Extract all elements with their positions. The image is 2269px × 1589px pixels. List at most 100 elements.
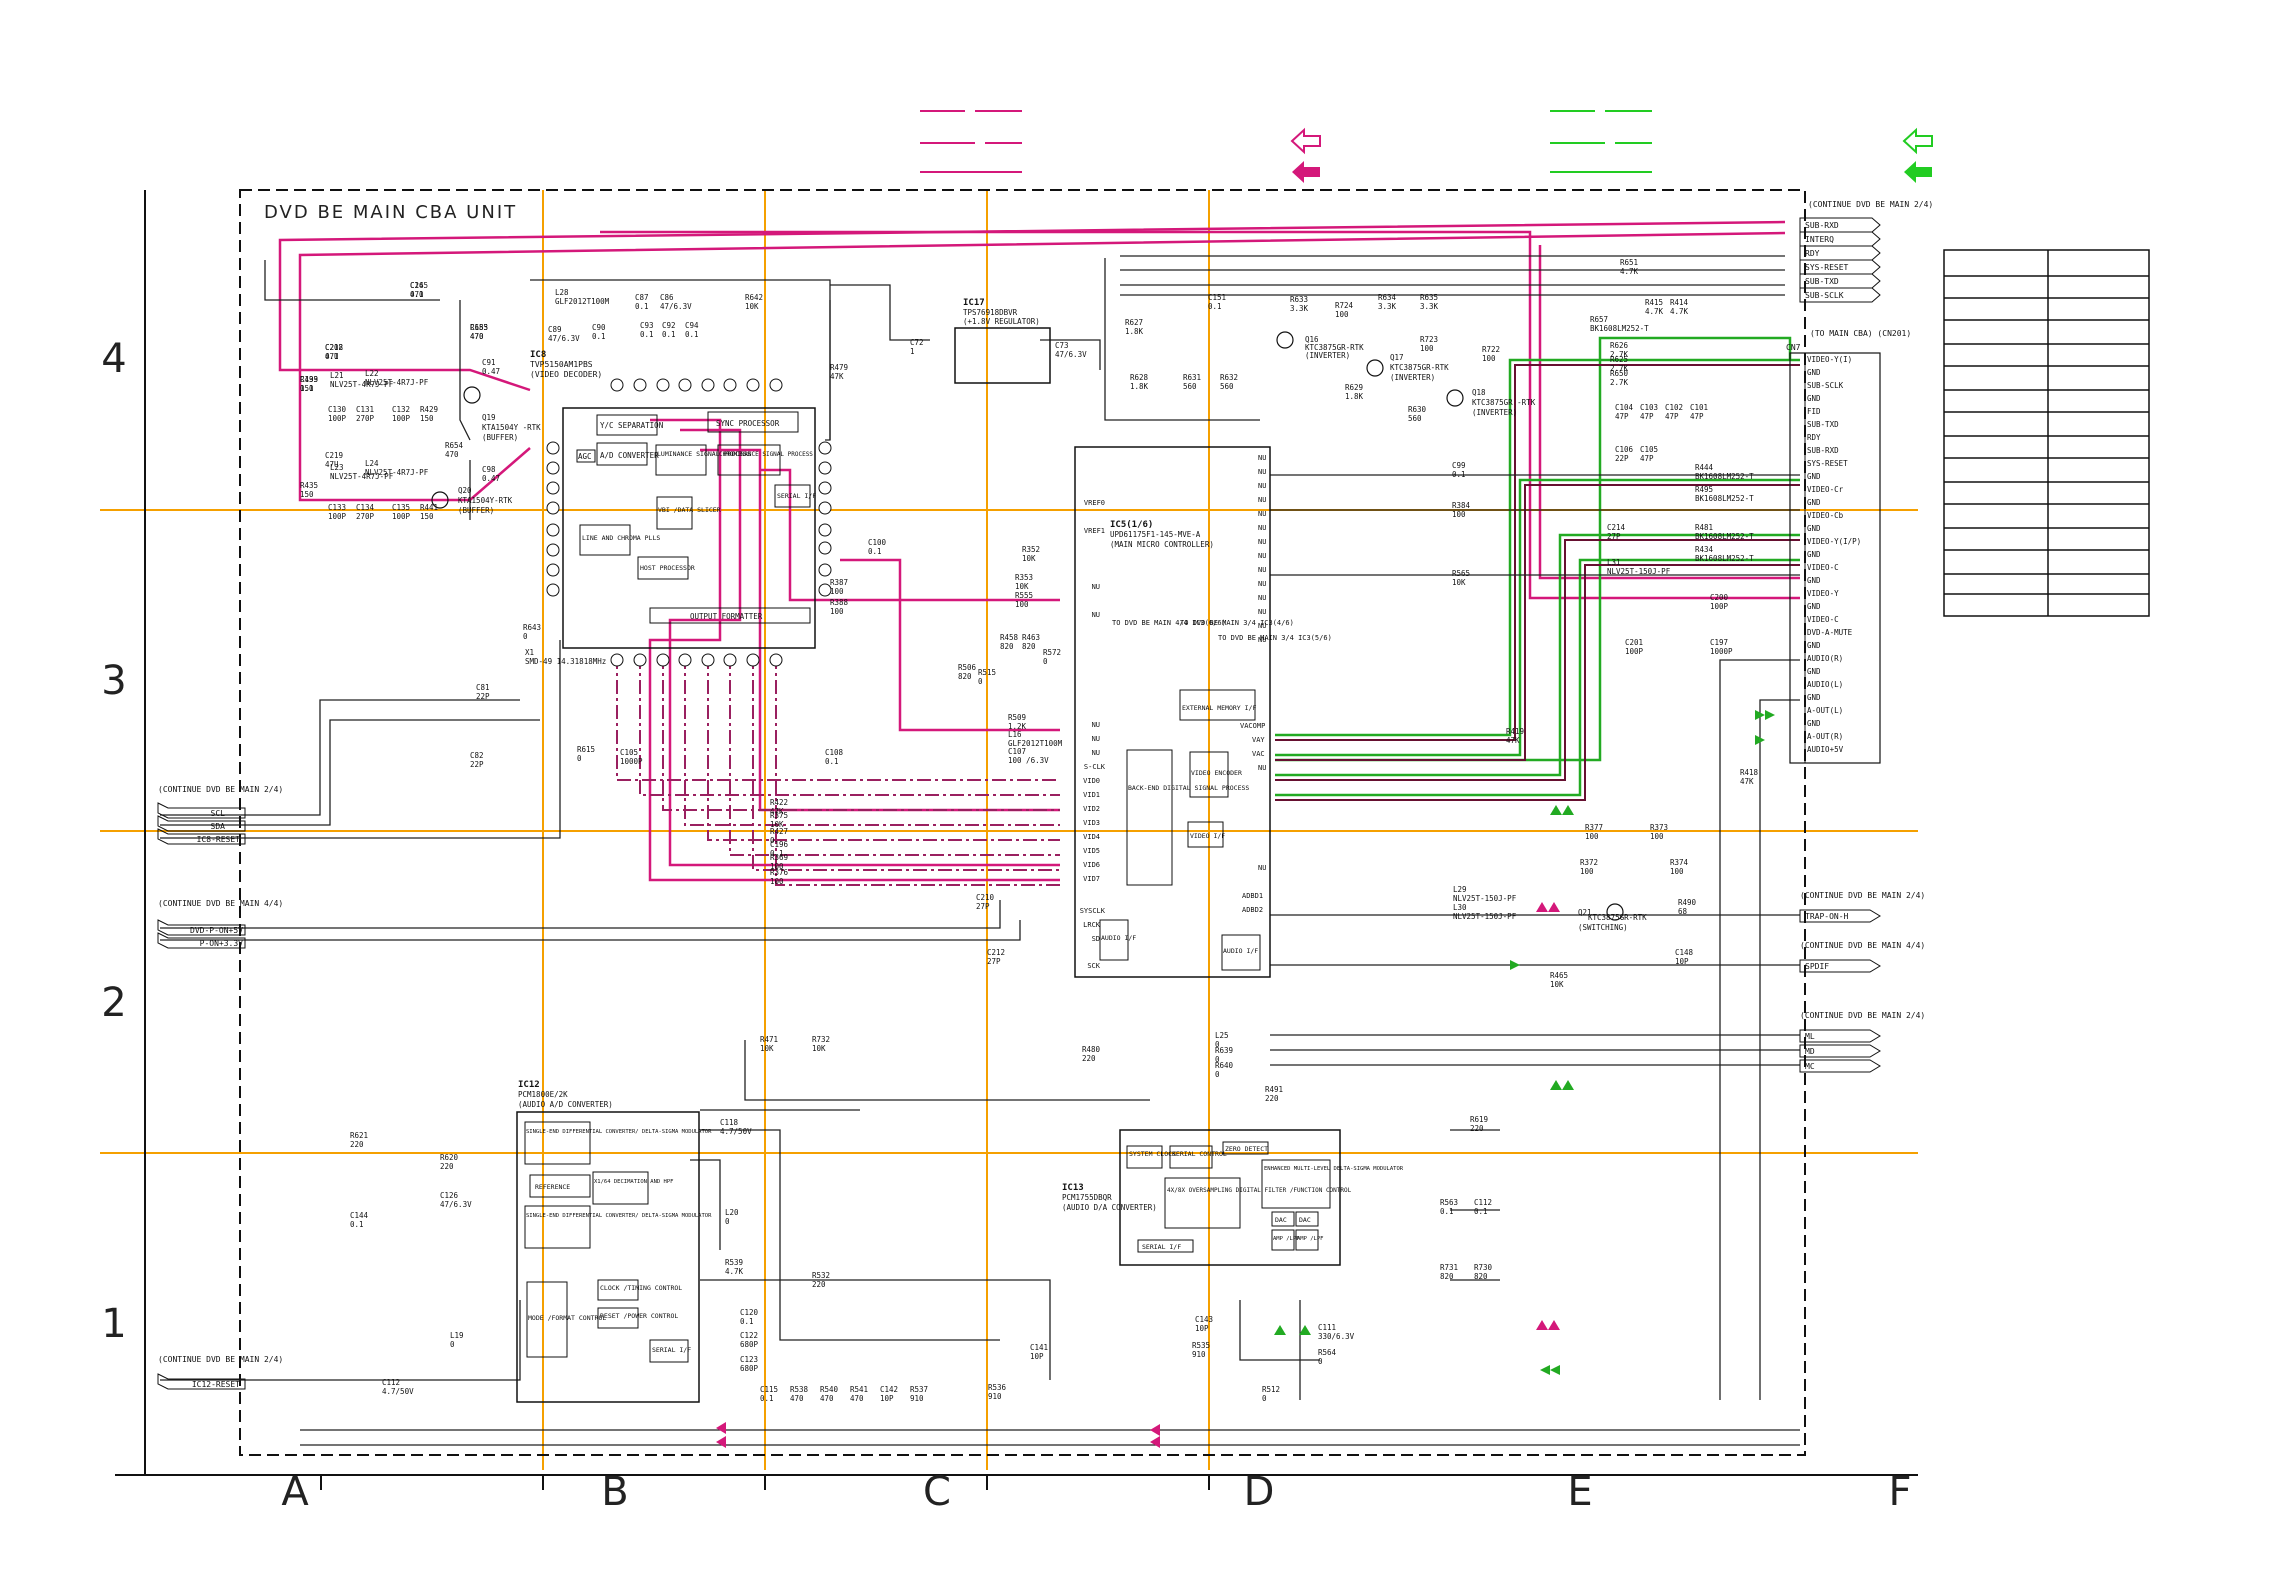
transistor-part: KTC3875GR -RTK [1472,398,1536,407]
ic8-block: SYNC PROCESSOR [716,419,780,428]
ic5-pin-right: NU [1258,496,1266,504]
ic5-pin-left: VID2 [1083,805,1100,813]
record-arrow-icon [1904,161,1932,183]
cn7-pin: GND [1807,641,1821,650]
ic8-ref: IC8 [530,350,546,360]
ic12: IC12 PCM1800E/2K (AUDIO A/D CONVERTER) S… [516,1080,712,1403]
ic5-desc: (MAIN MICRO CONTROLLER) [1110,540,1214,549]
ic12-desc: (AUDIO A/D CONVERTER) [518,1100,613,1109]
ic5-pin-left: VREF0 [1084,499,1105,507]
cn7-pin: GND [1807,472,1821,481]
ic5-block: EXTERNAL MEMORY I/F [1182,704,1256,712]
ic5-pin-right: NU [1258,864,1266,872]
connector-signal: MC [1805,1062,1815,1071]
transistor-ref: Q17 [1390,353,1404,362]
wiring [160,255,1800,1446]
ic13-block: DAC [1275,1216,1287,1224]
connector-signal: SUB-SCLK [1805,291,1844,300]
connector-label: (CONTINUE DVD BE MAIN 2/4) [158,785,283,794]
cn7-pin: GND [1807,602,1821,611]
grid-border [115,190,1918,1490]
transistor-ref: Q18 [1472,388,1486,397]
ic5-pin-left: VID0 [1083,777,1100,785]
ic12-block: RESET /POWER CONTROL [600,1312,678,1320]
ic8-block: LINE AND CHROMA PLLS [582,534,660,542]
ic5-pin-left: NU [1092,735,1100,743]
ic5-note: TO DVD BE MAIN 3/4 IC3(4/6) [1180,619,1294,627]
ic13-block: AMP /LPF [1297,1236,1324,1242]
grid-lines [100,190,1918,1470]
cn7-pin: SUB-SCLK [1807,381,1844,390]
ic13-block: 4X/8X OVERSAMPLING DIGITAL FILTER /FUNCT… [1167,1187,1352,1194]
ic17-desc: (+1.8V REGULATOR) [963,317,1040,326]
ic8-block: Y/C SEPARATION [600,421,663,430]
row-label: 1 [101,1301,126,1347]
ic12-block: SINGLE-END DIFFERENTIAL CONVERTER/ DELTA… [526,1213,712,1219]
connector-signal: IC12-RESET [192,1380,240,1389]
ic13-block: AMP /LPF [1273,1236,1300,1242]
ic5: IC5(1/6) UPD61175F1-145-MVE-A (MAIN MICR… [1074,446,1332,978]
ic5-pin-left: SD [1092,935,1100,943]
grid-col-labels: A B C D E F [281,1469,1911,1515]
ic5-block: VIDEO I/F [1190,832,1225,840]
transistor-part: KTC3875GR-RTK [1390,363,1449,372]
connector-label: (CONTINUE DVD BE MAIN 2/4) [1800,1011,1925,1020]
ic5-pin-right: NU [1258,538,1266,546]
ic8-block: AGC [578,452,592,461]
ic12-block: SERIAL I/F [652,1346,691,1354]
ic5-pin-right: NU [1258,608,1266,616]
ic5-pin-left: VID6 [1083,861,1100,869]
ic5-pin-right: NU [1258,764,1266,772]
ic5-pin-right: ADBD1 [1242,892,1263,900]
ic5-block: VIDEO ENCODER [1191,769,1242,777]
ic13-ref: IC13 [1062,1183,1084,1193]
ic5-pin-right: NU [1258,468,1266,476]
ic8: IC8 TVP5150AM1PBS (VIDEO DECODER) Y/C SE… [530,350,832,667]
ic12-block: SINGLE-END DIFFERENTIAL CONVERTER/ DELTA… [526,1129,712,1135]
ic12-part: PCM1800E/2K [518,1090,568,1099]
connector-signal: SDA [211,822,226,831]
cn7-pin: VIDEO-Cr [1807,485,1844,494]
page-title: DVD BE MAIN CBA UNIT [264,202,517,223]
